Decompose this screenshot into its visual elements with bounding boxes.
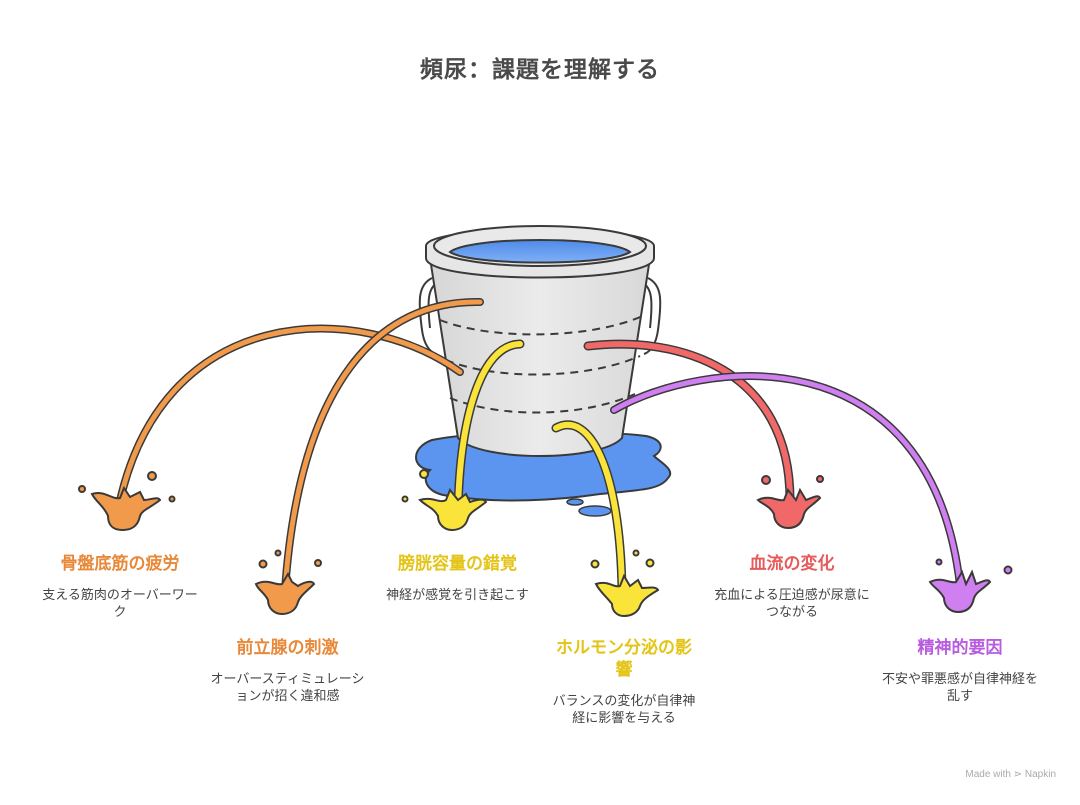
factor-bladder-capacity: 膀胱容量の錯覚 神経が感覚を引き起こす	[380, 553, 535, 604]
factor-title: 精神的要因	[917, 638, 1003, 658]
factor-description: バランスの変化が自律神経に影響を与える	[552, 694, 696, 726]
bucket-rim	[425, 225, 655, 279]
factor-title: ホルモン分泌の影響	[556, 638, 692, 680]
factor-title: 血流の変化	[749, 554, 835, 574]
factor-prostate: 前立腺の刺激 オーバースティミュレーションが招く違和感	[210, 637, 365, 705]
factor-title: 骨盤底筋の疲労	[60, 554, 180, 574]
factor-description: オーバースティミュレーションが招く違和感	[210, 672, 365, 704]
splash-purple	[928, 558, 1013, 614]
stream-blood-flow	[583, 339, 795, 505]
stream-pelvic-floor	[114, 324, 464, 514]
stream-hormone	[551, 420, 627, 595]
splash-yellow-2	[590, 549, 660, 618]
stream-mental	[610, 372, 964, 589]
factor-title: 前立腺の刺激	[236, 638, 339, 658]
splash-yellow-1	[401, 469, 488, 532]
splash-orange-2	[254, 549, 322, 616]
factor-description: 支える筋肉のオーバーワーク	[42, 588, 198, 620]
factor-description: 神経が感覚を引き起こす	[386, 588, 529, 603]
factor-description: 不安や罪悪感が自律神経を乱す	[881, 672, 1038, 704]
factor-title: 膀胱容量の錯覚	[398, 554, 517, 574]
napkin-watermark: Made with ⋗ Napkin	[965, 769, 1056, 780]
diagram-title: 頻尿：課題を理解する	[420, 57, 660, 83]
stream-prostate	[281, 297, 484, 594]
factor-pelvic-floor: 骨盤底筋の疲労 支える筋肉のオーバーワーク	[40, 553, 200, 621]
splash-red	[756, 475, 824, 530]
factor-hormone: ホルモン分泌の影響 バランスの変化が自律神経に影響を与える	[548, 637, 700, 727]
splash-orange-1	[78, 471, 176, 532]
stream-bladder	[453, 339, 525, 515]
factor-description: 充血による圧迫感が尿意につながる	[714, 588, 870, 620]
factor-blood-flow: 血流の変化 充血による圧迫感が尿意につながる	[712, 553, 872, 621]
factor-mental: 精神的要因 不安や罪悪感が自律神経を乱す	[880, 637, 1040, 705]
